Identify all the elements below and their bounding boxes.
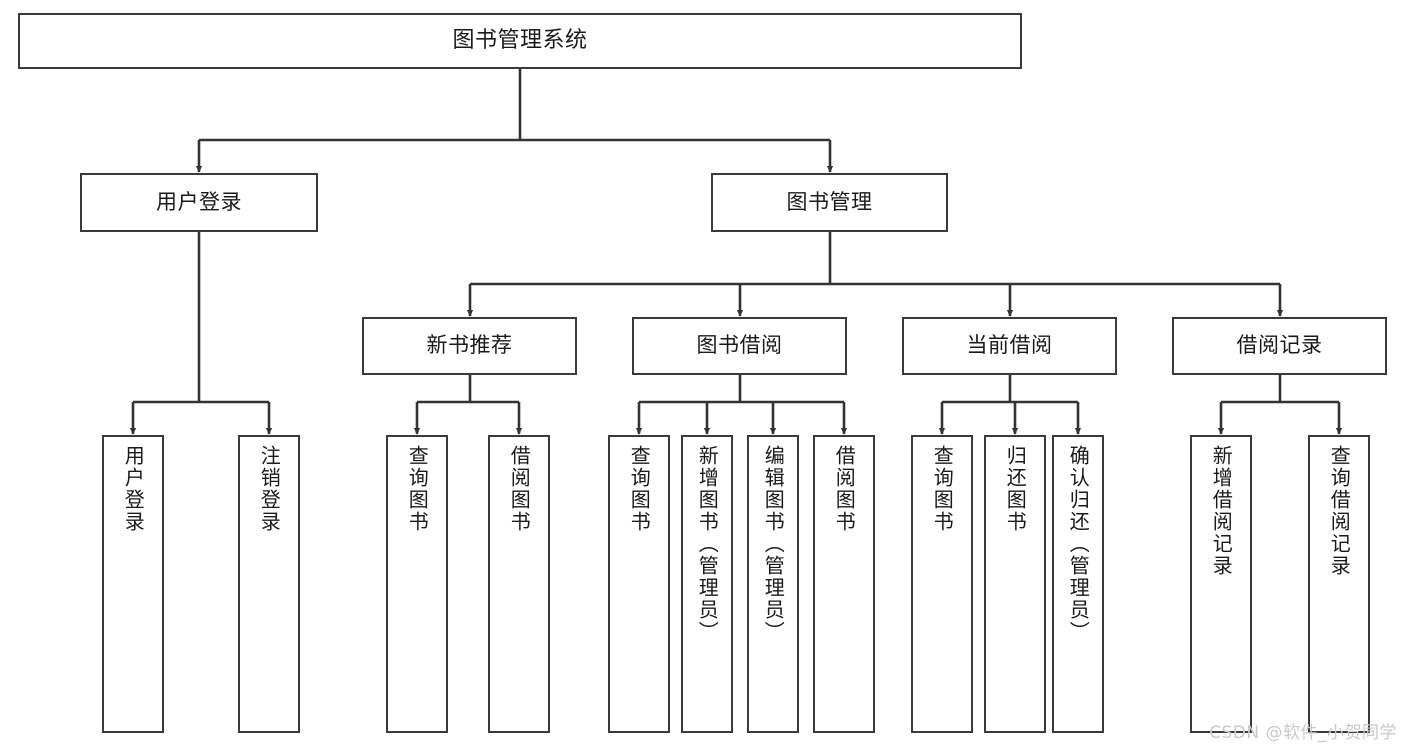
node-leaf-add-record[interactable]: 新增借阅记录 [1190,435,1252,733]
node-label: 图书管理系统 [452,27,588,53]
node-book-manage[interactable]: 图书管理 [711,173,948,232]
node-current-borrow[interactable]: 当前借阅 [902,317,1117,375]
node-label: 新增图书（管理员） [695,445,720,643]
node-borrow-record[interactable]: 借阅记录 [1172,317,1387,375]
node-label: 借阅图书 [832,445,857,533]
node-label: 用户登录 [121,445,146,533]
watermark-text: CSDN @软件_小贺同学 [1209,723,1397,743]
node-label: 查询图书 [405,445,430,533]
node-leaf-confirm-return[interactable]: 确认归还（管理员） [1052,435,1104,733]
node-root[interactable]: 图书管理系统 [18,13,1022,69]
node-new-book-rec[interactable]: 新书推荐 [362,317,577,375]
node-leaf-borrow-book-2[interactable]: 借阅图书 [813,435,875,733]
node-leaf-add-book[interactable]: 新增图书（管理员） [681,435,733,733]
node-leaf-user-login[interactable]: 用户登录 [102,435,164,733]
node-label: 新书推荐 [426,333,513,358]
node-book-borrow[interactable]: 图书借阅 [632,317,847,375]
node-leaf-query-book-3[interactable]: 查询图书 [911,435,973,733]
node-leaf-query-book-1[interactable]: 查询图书 [386,435,448,733]
node-leaf-user-logout[interactable]: 注销登录 [238,435,300,733]
node-label: 查询图书 [627,445,652,533]
node-label: 查询图书 [930,445,955,533]
node-label: 新增借阅记录 [1209,445,1234,577]
node-leaf-borrow-book-1[interactable]: 借阅图书 [488,435,550,733]
node-label: 归还图书 [1003,445,1028,533]
node-label: 当前借阅 [966,333,1053,358]
node-label: 借阅图书 [507,445,532,533]
node-leaf-query-book-2[interactable]: 查询图书 [608,435,670,733]
node-label: 图书管理 [786,189,873,214]
node-user-login[interactable]: 用户登录 [80,173,318,232]
node-label: 注销登录 [257,445,282,533]
node-label: 用户登录 [156,189,242,214]
node-label: 编辑图书（管理员） [761,445,786,643]
node-label: 图书借阅 [696,333,783,358]
node-leaf-query-record[interactable]: 查询借阅记录 [1308,435,1370,733]
node-label: 查询借阅记录 [1327,445,1352,577]
node-leaf-return-book[interactable]: 归还图书 [984,435,1046,733]
node-label: 借阅记录 [1236,333,1323,358]
node-label: 确认归还（管理员） [1066,445,1091,643]
node-leaf-edit-book[interactable]: 编辑图书（管理员） [747,435,799,733]
